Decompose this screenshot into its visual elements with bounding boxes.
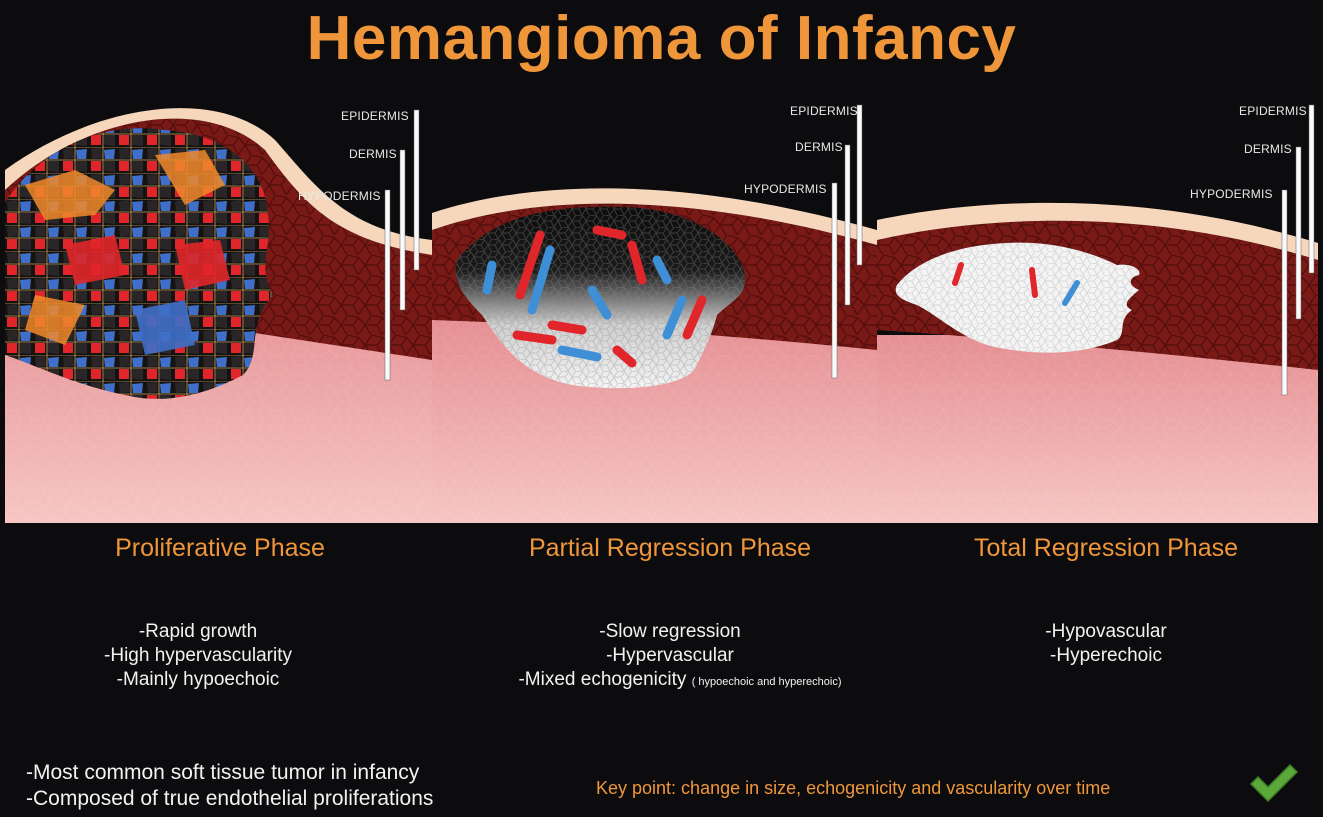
- panel-total-regression: EPIDERMIS DERMIS HYPODERMIS: [877, 95, 1318, 523]
- key-point: Key point: change in size, echogenicity …: [596, 778, 1110, 799]
- feature-item: -Hyperechoic: [886, 644, 1323, 668]
- total-regression-illustration: [877, 95, 1318, 523]
- footer-line: -Most common soft tissue tumor in infanc…: [26, 760, 433, 786]
- feature-item: -High hypervascularity: [0, 644, 418, 668]
- feature-text: -Mixed echogenicity: [518, 669, 686, 690]
- footer-notes: -Most common soft tissue tumor in infanc…: [26, 760, 433, 812]
- phase-title-partial-regression: Partial Regression Phase: [450, 534, 890, 563]
- feature-item: -Mainly hypoechoic: [0, 668, 418, 692]
- partial-regression-features: -Slow regression -Hypervascular -Mixed e…: [450, 620, 890, 694]
- feature-item: -Hypervascular: [450, 644, 890, 668]
- proliferative-features: -Rapid growth -High hypervascularity -Ma…: [0, 620, 418, 692]
- panel-proliferative: EPIDERMIS DERMIS HYPODERMIS: [5, 95, 432, 523]
- panel-partial-regression: EPIDERMIS DERMIS HYPODERMIS: [432, 95, 877, 523]
- phase-title-total-regression: Total Regression Phase: [886, 534, 1323, 563]
- epidermis-label: EPIDERMIS: [341, 109, 409, 123]
- feature-item: -Slow regression: [450, 620, 890, 644]
- dermis-label: DERMIS: [795, 140, 843, 154]
- epidermis-label: EPIDERMIS: [1239, 104, 1307, 118]
- feature-item: -Rapid growth: [0, 620, 418, 644]
- footer-line: -Composed of true endothelial proliferat…: [26, 786, 433, 812]
- epidermis-label: EPIDERMIS: [790, 104, 858, 118]
- feature-item: -Mixed echogenicity ( hypoechoic and hyp…: [450, 668, 890, 694]
- dermis-label: DERMIS: [349, 147, 397, 161]
- phase-title-proliferative: Proliferative Phase: [0, 534, 440, 563]
- hypodermis-label: HYPODERMIS: [1190, 187, 1273, 201]
- diagram-title: Hemangioma of Infancy: [0, 4, 1323, 74]
- hypodermis-label: HYPODERMIS: [298, 189, 381, 203]
- feature-item: -Hypovascular: [886, 620, 1323, 644]
- feature-note: ( hypoechoic and hyperechoic): [692, 676, 842, 688]
- checkmark-icon: [1248, 762, 1300, 804]
- dermis-label: DERMIS: [1244, 142, 1292, 156]
- partial-regression-illustration: [432, 95, 877, 523]
- hypodermis-label: HYPODERMIS: [744, 182, 827, 196]
- total-regression-features: -Hypovascular -Hyperechoic: [886, 620, 1323, 668]
